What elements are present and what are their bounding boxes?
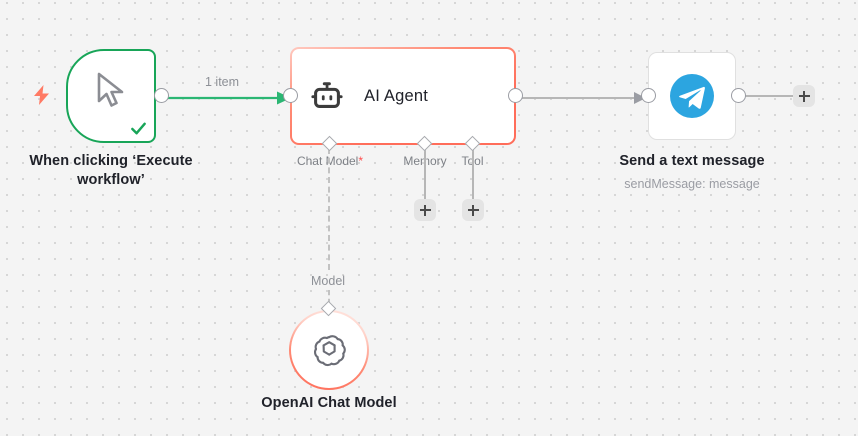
- connection-trigger-to-agent[interactable]: [155, 86, 297, 110]
- lightning-bolt-icon: [34, 85, 49, 105]
- connection-chat-model-to-openai[interactable]: [328, 148, 330, 270]
- node-openai-chat-model[interactable]: [289, 310, 369, 390]
- endpoint-trigger-output[interactable]: [154, 88, 169, 103]
- connection-telegram-to-add-button[interactable]: [740, 95, 798, 97]
- node-label-trigger: When clicking ‘Execute workflow’: [29, 153, 193, 188]
- robot-icon: [311, 82, 343, 108]
- endpoint-telegram-input[interactable]: [641, 88, 656, 103]
- endpoint-telegram-output[interactable]: [731, 88, 746, 103]
- node-when-clicking-execute-workflow[interactable]: [66, 49, 156, 143]
- node-title-ai-agent: AI Agent: [364, 86, 428, 105]
- add-memory-button[interactable]: [414, 199, 436, 221]
- connection-label-model: Model: [311, 274, 346, 288]
- node-sublabel-telegram: sendMessage: message: [624, 177, 760, 191]
- connection-agent-to-telegram[interactable]: [514, 86, 656, 110]
- required-marker: *: [358, 154, 364, 168]
- endpoint-agent-input[interactable]: [283, 88, 298, 103]
- telegram-icon: [670, 74, 714, 118]
- connection-chat-model-to-openai-lower[interactable]: [328, 290, 330, 304]
- cursor-pointer-icon: [97, 72, 124, 107]
- connector-stem-memory: [424, 148, 426, 200]
- socket-label-chat-model: Chat Model*: [275, 154, 385, 168]
- openai-logo-icon: [313, 335, 346, 367]
- connection-label-item-count: 1 item: [205, 75, 240, 89]
- add-tool-button[interactable]: [462, 199, 484, 221]
- connector-stem-tool: [472, 148, 474, 200]
- node-label-telegram: Send a text message: [619, 153, 765, 169]
- node-send-a-text-message[interactable]: [648, 52, 736, 140]
- socket-label-chat-model-text: Chat Model: [296, 154, 359, 168]
- endpoint-agent-output[interactable]: [508, 88, 523, 103]
- add-next-node-button[interactable]: [793, 85, 815, 107]
- check-icon: [131, 122, 146, 135]
- node-label-openai: OpenAI Chat Model: [261, 395, 397, 411]
- node-ai-agent[interactable]: AI Agent: [290, 47, 516, 145]
